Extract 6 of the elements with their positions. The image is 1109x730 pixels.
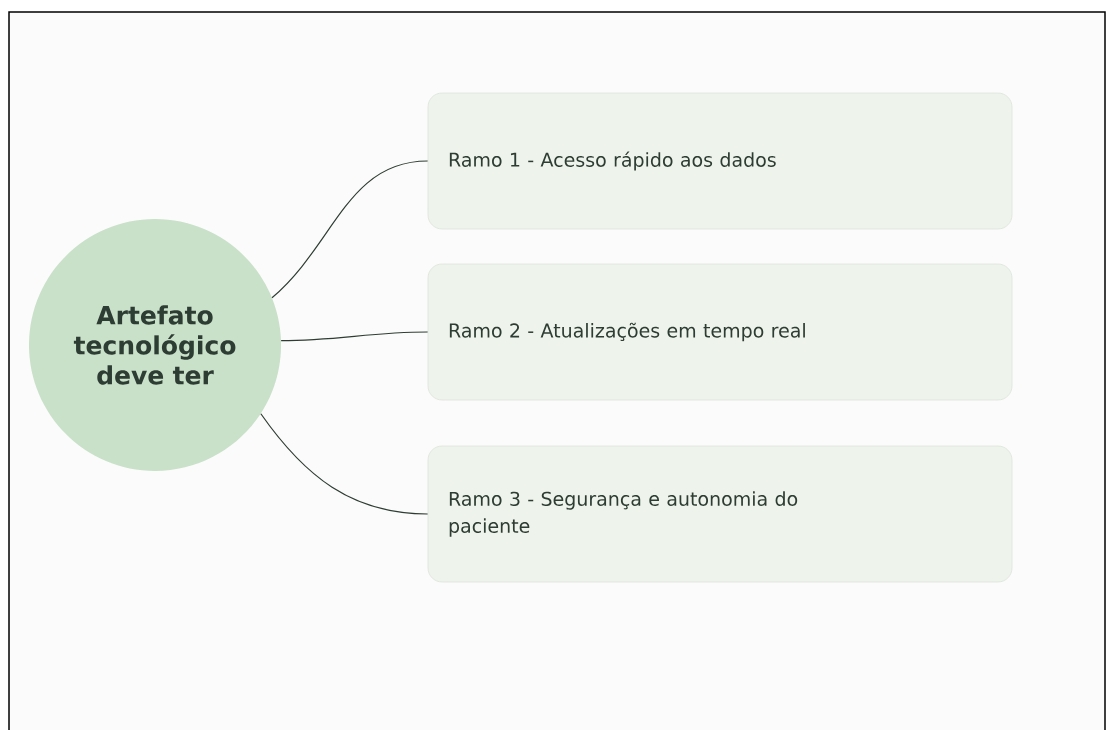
- branch-box: Ramo 1 - Acesso rápido aos dados: [427, 92, 1013, 230]
- connector-curve: [271, 160, 429, 299]
- branch-box: Ramo 2 - Atualizações em tempo real: [427, 263, 1013, 401]
- connector-curve: [260, 413, 429, 515]
- connector-curve: [280, 331, 429, 342]
- branch-box: Ramo 3 - Segurança e autonomia do paciente: [427, 445, 1013, 583]
